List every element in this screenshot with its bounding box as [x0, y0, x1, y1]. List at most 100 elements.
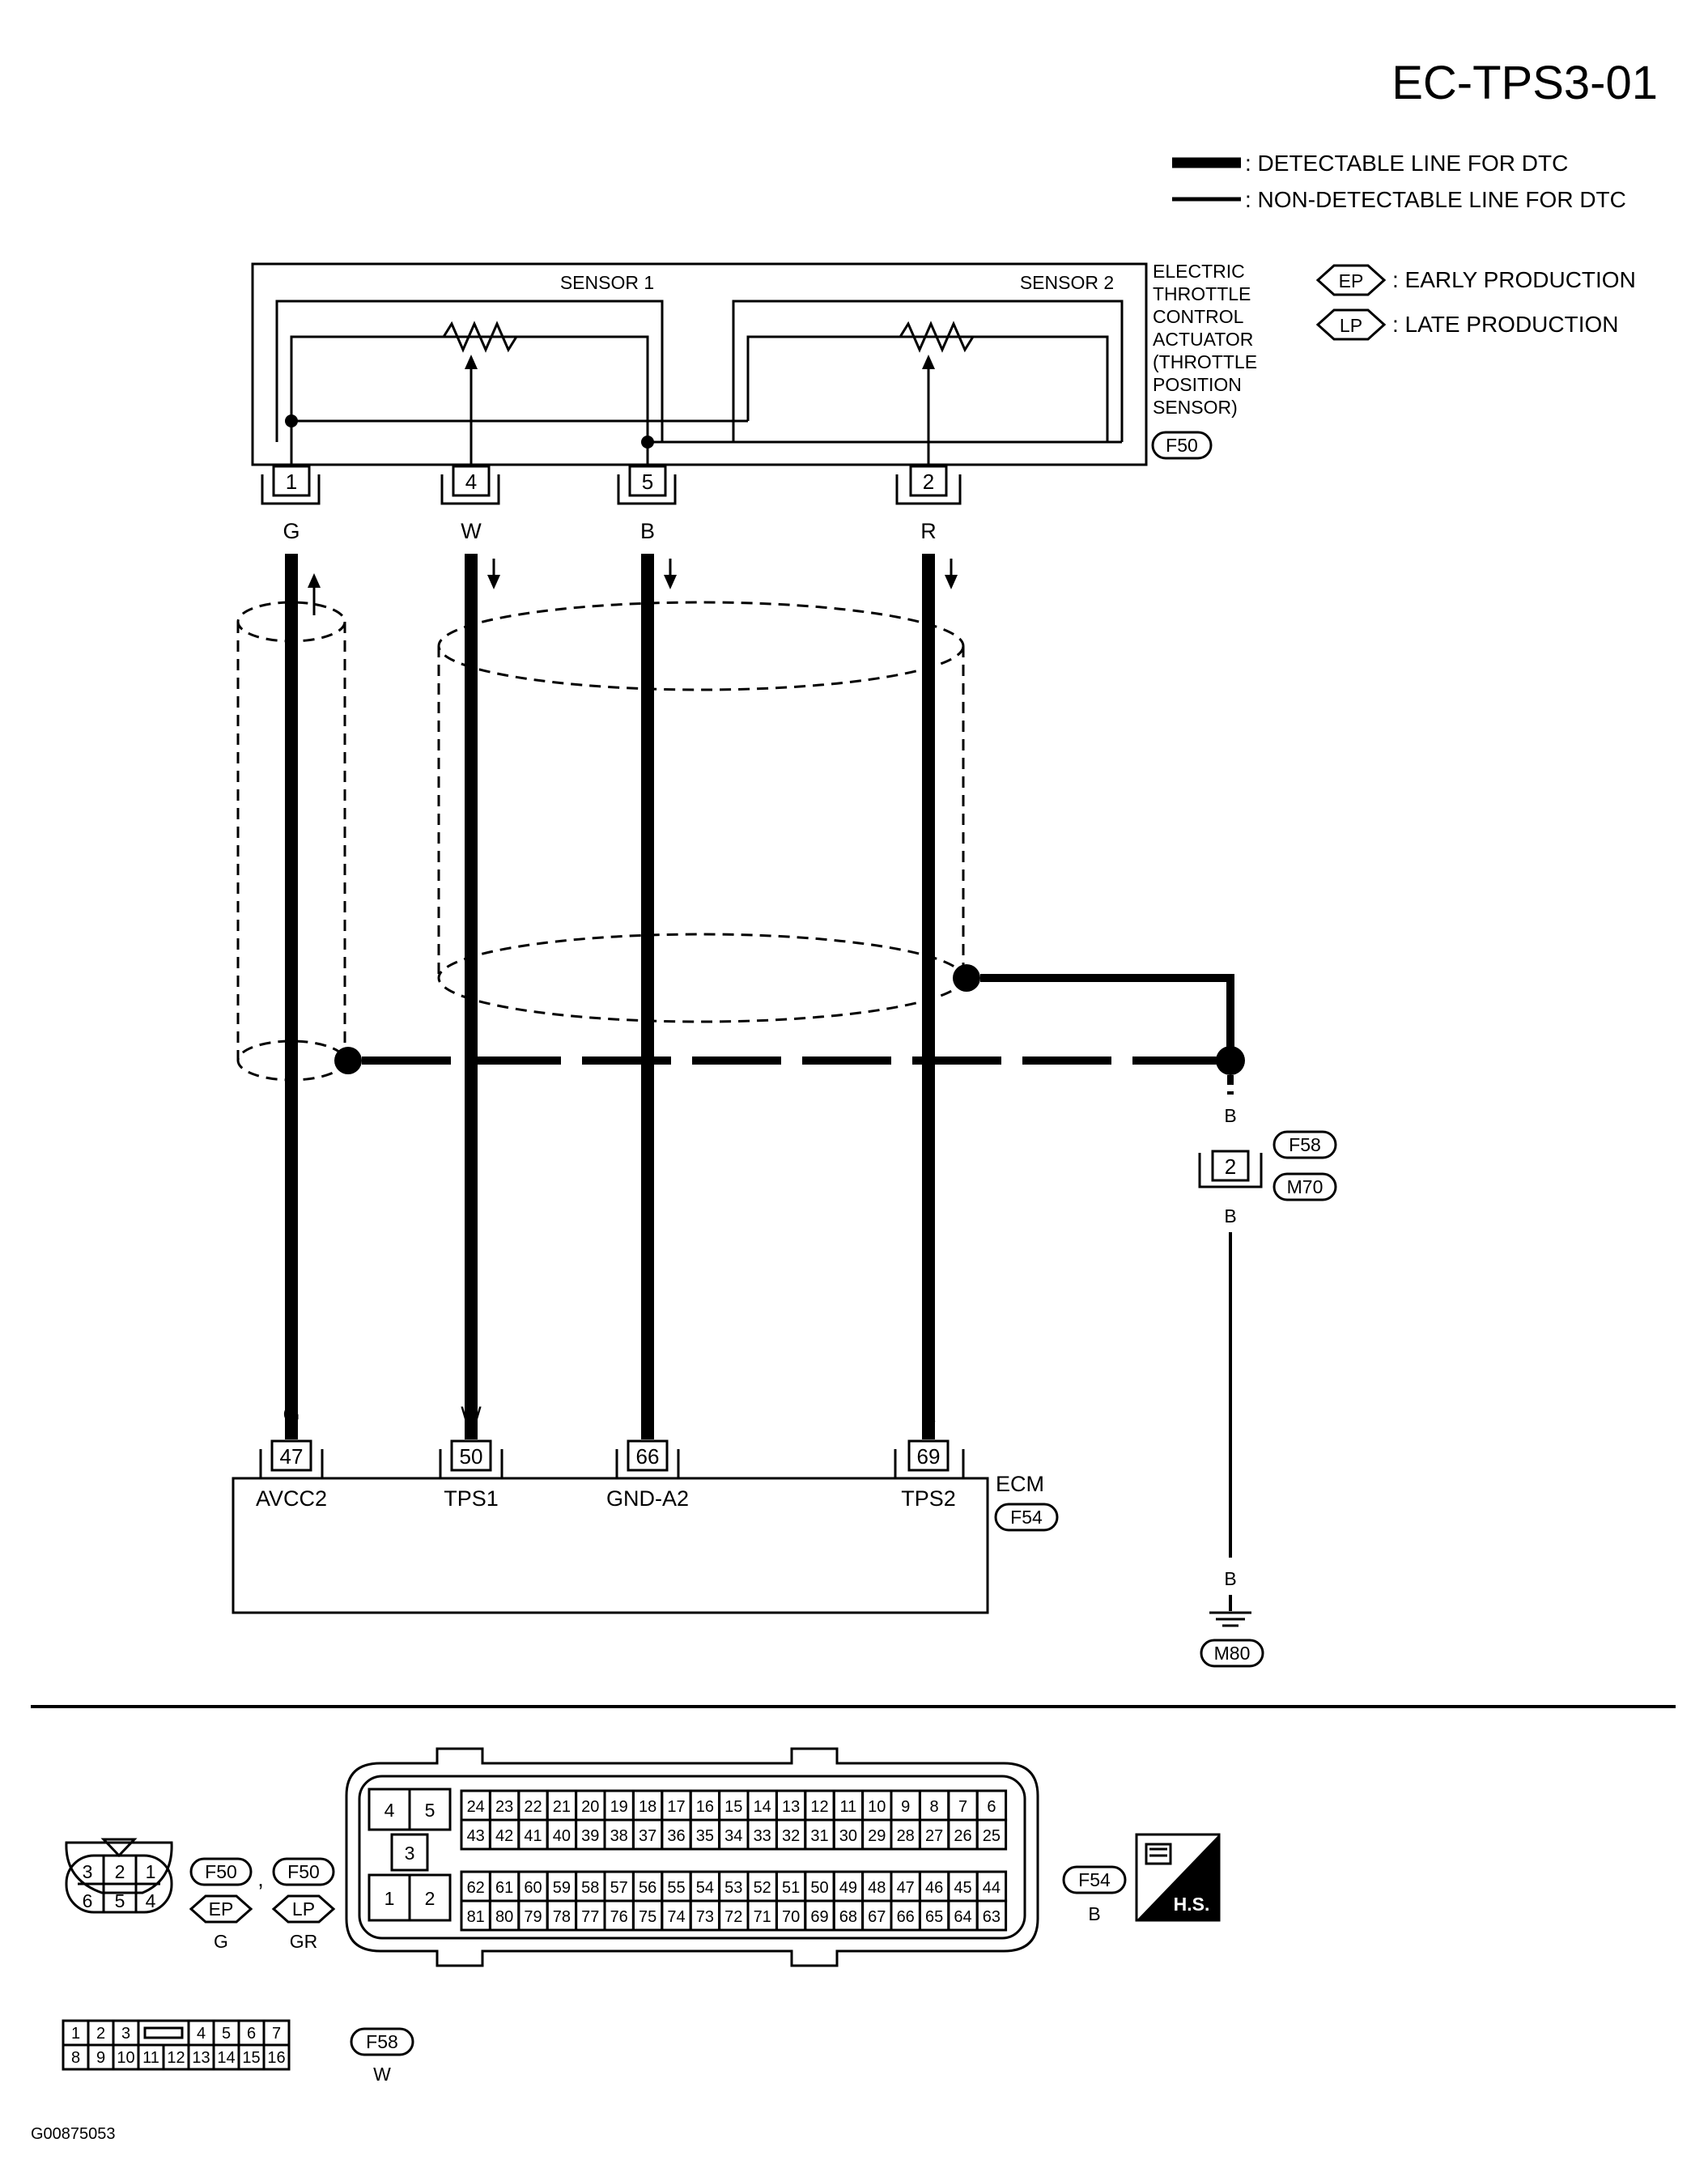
actuator-name-3: ACTUATOR — [1153, 329, 1253, 350]
f58-pin-number: 10 — [117, 2049, 134, 2067]
sensor1-resistor — [291, 321, 648, 353]
footer-code: G00875053 — [31, 2125, 116, 2143]
f54-pin-number: 72 — [724, 1908, 742, 1926]
f54-tag: F54 B — [1062, 1865, 1127, 1924]
f54-pin-number: 56 — [639, 1879, 656, 1897]
svg-text:5: 5 — [425, 1800, 435, 1821]
f54-pin-number: 81 — [467, 1908, 485, 1926]
diagram-id: EC-TPS3-01 — [1391, 57, 1658, 109]
f54-pin-number: 62 — [467, 1879, 485, 1897]
svg-text:F58: F58 — [1289, 1134, 1321, 1155]
wire-1-color-bottom: G — [283, 1402, 300, 1426]
svg-text:4: 4 — [146, 1890, 156, 1911]
f54-pin-number: 26 — [954, 1827, 971, 1845]
f58-pin-number: 2 — [96, 2025, 105, 2043]
svg-text:4: 4 — [385, 1800, 395, 1821]
wire-2-color-bottom: W — [461, 1402, 482, 1426]
f58-pin-number: 9 — [96, 2049, 105, 2067]
actuator-name-6: SENSOR) — [1153, 397, 1238, 418]
f54-pin-number: 7 — [958, 1798, 967, 1816]
f54-pin-number: 9 — [901, 1798, 910, 1816]
signal-arrows — [308, 559, 958, 615]
f54-pin-number: 33 — [754, 1827, 771, 1845]
f54-pin-number: 53 — [724, 1879, 742, 1897]
sensor2-frame-outer — [732, 300, 1124, 442]
f54-pin-number: 54 — [696, 1879, 714, 1897]
f58-pin-number: 14 — [217, 2049, 235, 2067]
f54-pin-number: 23 — [495, 1798, 513, 1816]
svg-text:F54: F54 — [1078, 1869, 1111, 1890]
joint-tag-f58: F58 — [1273, 1130, 1337, 1159]
sensor1-frame-outer — [275, 300, 664, 442]
shield-large — [437, 601, 965, 1023]
f54-pin-cell — [975, 1818, 1008, 1851]
svg-text:1: 1 — [286, 470, 297, 494]
hs-label: H.S. — [1174, 1894, 1210, 1915]
f54-pin-number: 73 — [696, 1908, 714, 1926]
wire-4-color-top: R — [920, 519, 937, 543]
f54-pin-number: 19 — [610, 1798, 628, 1816]
shield-small-drain — [334, 1047, 362, 1074]
ground-color-bottom: B — [1224, 1568, 1236, 1589]
f54-pin-number: 16 — [696, 1798, 714, 1816]
svg-text:4: 4 — [465, 470, 477, 494]
ground-point-m80: M80 — [1200, 1639, 1264, 1668]
sensor2-wiper-arrow — [922, 355, 935, 369]
ecm-pin-66: 66 — [615, 1439, 680, 1480]
wire-3-color-bottom: B — [640, 1402, 655, 1426]
svg-text:GR: GR — [290, 1931, 318, 1952]
f54-pin-number: 77 — [581, 1908, 599, 1926]
f54-pin-number: 44 — [983, 1879, 1001, 1897]
ecm-name: ECM — [996, 1472, 1044, 1496]
wire-1-color-top: G — [283, 519, 300, 543]
svg-text:3: 3 — [405, 1843, 415, 1864]
legend-late-production: : LATE PRODUCTION — [1392, 312, 1619, 337]
f54-pin-number: 64 — [954, 1908, 971, 1926]
svg-text:1: 1 — [385, 1888, 395, 1909]
f50-key — [100, 1838, 138, 1858]
f54-pin-number: 39 — [581, 1827, 599, 1845]
ecm-label-gnd-a2: GND-A2 — [606, 1486, 689, 1511]
actuator-pin-1: 1 — [261, 465, 321, 505]
legend-early-production: : EARLY PRODUCTION — [1392, 267, 1636, 292]
sensor2-frame-inner — [746, 335, 1109, 442]
f58-pin-number: 5 — [222, 2025, 231, 2043]
svg-text:F58: F58 — [366, 2031, 398, 2052]
wire-4-color-bottom: R — [920, 1402, 937, 1426]
f54-pin-number: 51 — [782, 1879, 800, 1897]
f54-pin-number: 32 — [782, 1827, 800, 1845]
shield-large-drain — [953, 964, 980, 992]
svg-text:66: 66 — [636, 1444, 660, 1469]
ecm-label-tps1: TPS1 — [444, 1486, 499, 1511]
f54-pin-number: 15 — [724, 1798, 742, 1816]
f58-pin-number: 15 — [242, 2049, 260, 2067]
sensor2-resistor — [748, 321, 1107, 353]
ecm-box — [232, 1477, 989, 1614]
actuator-name-5: POSITION — [1153, 374, 1242, 395]
lp-tag-label: LP — [1340, 315, 1362, 336]
f54-pin-number: 13 — [782, 1798, 800, 1816]
svg-text:F54: F54 — [1010, 1507, 1043, 1528]
f58-pin-number: 13 — [192, 2049, 210, 2067]
wire-3-color-top: B — [640, 519, 655, 543]
ecm-pin-69: 69 — [894, 1439, 965, 1480]
f54-pin-number: 25 — [983, 1827, 1001, 1845]
svg-text:2: 2 — [1225, 1154, 1236, 1179]
f54-pin-number: 34 — [724, 1827, 742, 1845]
joint-connector: 2 — [1198, 1150, 1263, 1188]
actuator-name-1: THROTTLE — [1153, 283, 1251, 304]
actuator-pin-2: 2 — [895, 465, 962, 505]
f54-pin-number: 78 — [553, 1908, 571, 1926]
f54-pin-number: 21 — [553, 1798, 571, 1816]
f54-pin-number: 35 — [696, 1827, 714, 1845]
hs-connector-icon: H.S. — [1135, 1833, 1221, 1922]
actuator-pin-5: 5 — [617, 465, 677, 505]
f54-pin-number: 17 — [667, 1798, 685, 1816]
actuator-name-2: CONTROL — [1153, 306, 1244, 327]
f54-pin-number: 46 — [925, 1879, 943, 1897]
shield-ground-wiring: B 2 F58 M70 B B M80 — [334, 964, 1337, 1668]
f54-pin-number: 22 — [524, 1798, 542, 1816]
f54-pin-number: 24 — [467, 1798, 485, 1816]
svg-text:B: B — [1088, 1903, 1100, 1924]
